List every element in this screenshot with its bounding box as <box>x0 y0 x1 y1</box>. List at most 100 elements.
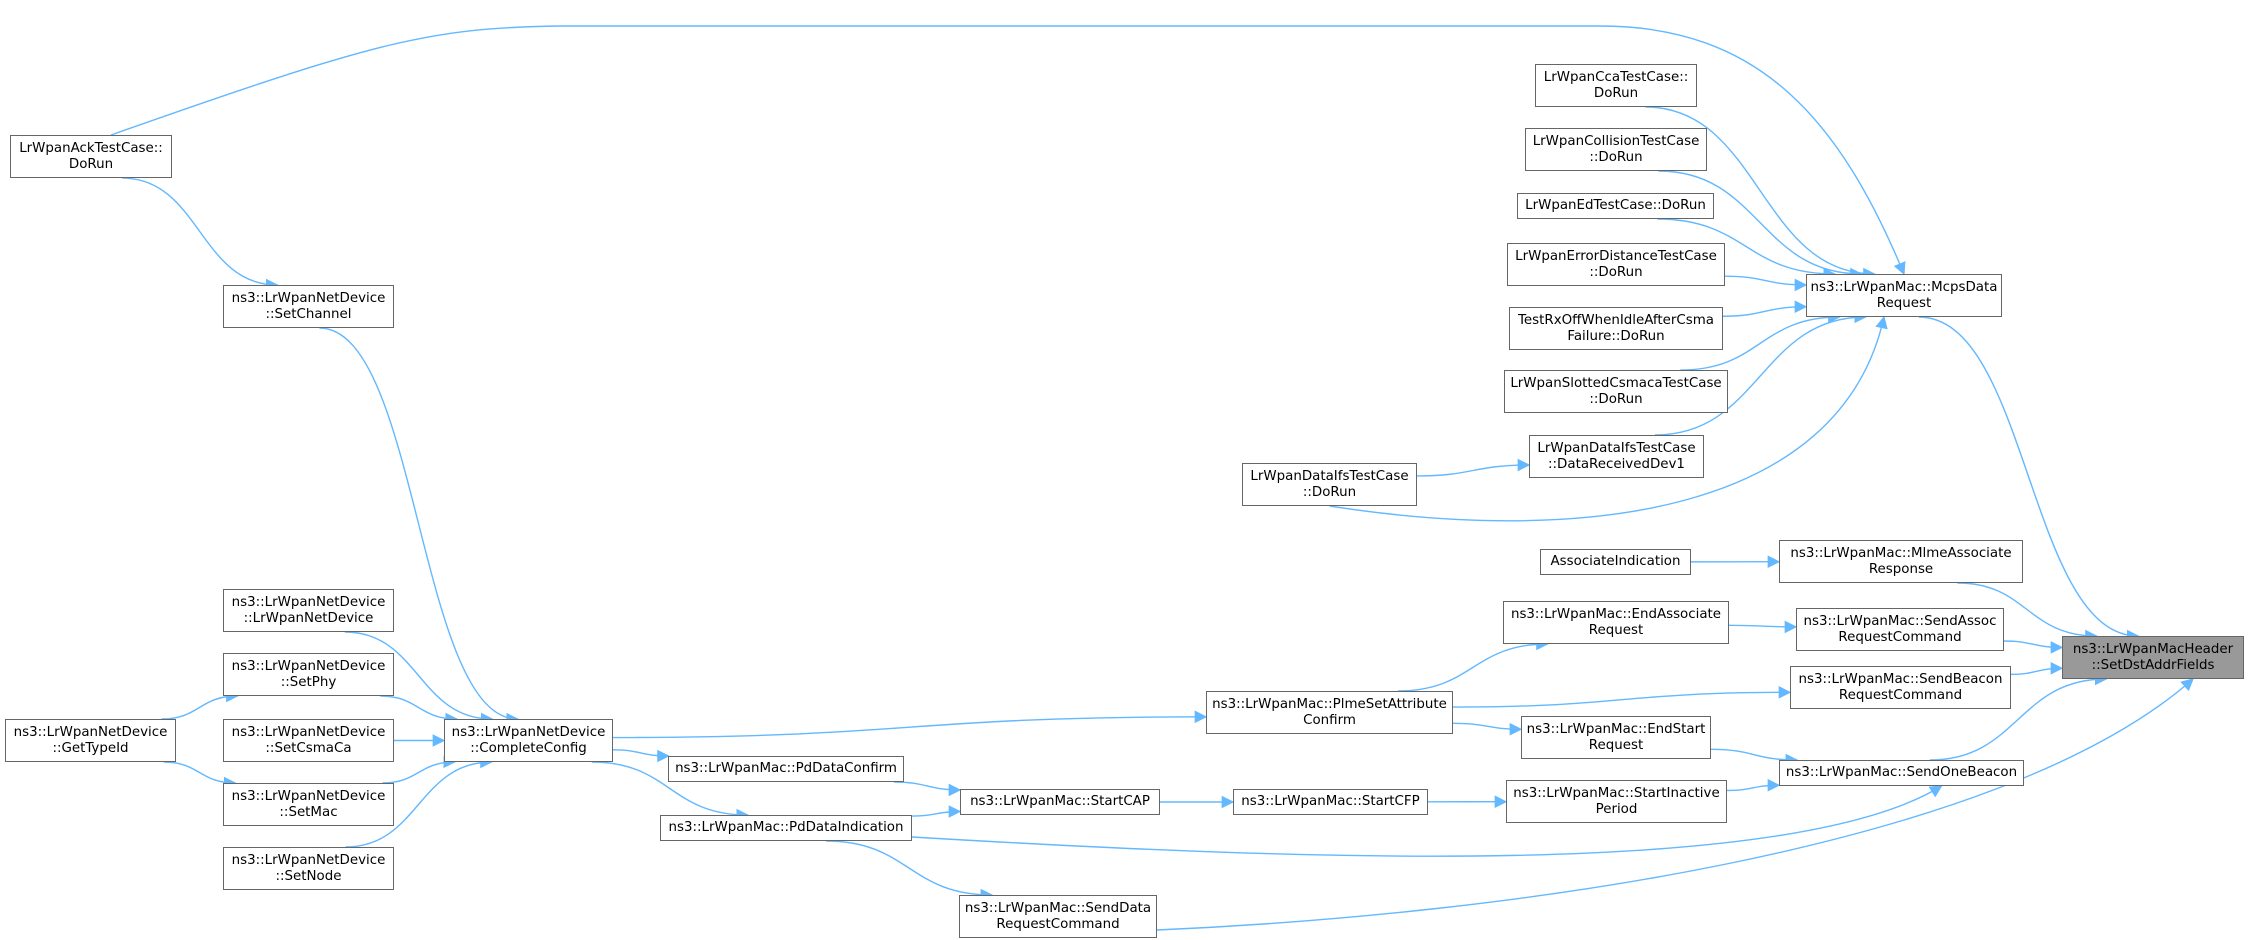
node-label-line: ::DoRun <box>1589 149 1643 165</box>
edge-gettype-to-setmac <box>163 761 237 790</box>
node-setphy[interactable]: ns3::LrWpanNetDevice::SetPhy <box>223 653 394 696</box>
node-ifsdev[interactable]: LrWpanDataIfsTestCase::DataReceivedDev1 <box>1529 435 1704 478</box>
edge-setmac-to-complete <box>382 755 456 784</box>
node-label-line: ns3::LrWpanNetDevice <box>231 724 386 740</box>
edge-slot-to-mcps <box>1680 310 1841 371</box>
node-cca[interactable]: LrWpanCcaTestCase::DoRun <box>1535 64 1697 107</box>
node-ifsrun[interactable]: LrWpanDataIfsTestCase::DoRun <box>1242 463 1417 506</box>
node-label-line: ns3::LrWpanMac::SendData <box>964 900 1152 916</box>
edge-oneb-to-root <box>1929 672 2108 761</box>
node-label-line: LrWpanSlottedCsmacaTestCase <box>1510 375 1722 391</box>
node-label-line: ns3::LrWpanNetDevice <box>451 724 606 740</box>
edge-mlmeresp-to-root <box>1957 582 2098 643</box>
node-assocind[interactable]: AssociateIndication <box>1540 549 1691 575</box>
edge-mcps-to-root <box>1918 316 2140 643</box>
node-label-line: ns3::LrWpanMac::SendAssoc <box>1803 613 1997 629</box>
node-label-line: ns3::LrWpanMac::EndAssociate <box>1510 606 1722 622</box>
edge-complete-to-pdconf <box>612 749 670 763</box>
node-label-line: LrWpanErrorDistanceTestCase <box>1515 248 1717 264</box>
edge-setnode-to-complete <box>345 755 493 848</box>
node-label-line: ::DoRun <box>1302 484 1357 500</box>
edge-setchan-to-complete <box>319 327 519 726</box>
node-setcsma[interactable]: ns3::LrWpanNetDevice::SetCsmaCa <box>223 719 394 762</box>
node-label-line: Response <box>1868 561 1934 577</box>
node-ctor[interactable]: ns3::LrWpanNetDevice::LrWpanNetDevice <box>223 589 394 632</box>
edge-endassoc-to-sendassoc <box>1728 620 1798 634</box>
edge-senddata-to-root <box>1156 678 2194 931</box>
node-label-line: ::DoRun <box>1589 391 1643 407</box>
node-errd[interactable]: LrWpanErrorDistanceTestCase::DoRun <box>1507 243 1725 286</box>
node-ack[interactable]: LrWpanAckTestCase::DoRun <box>10 135 172 178</box>
node-oneb[interactable]: ns3::LrWpanMac::SendOneBeacon <box>1779 760 2024 786</box>
edge-complete-to-pdind <box>591 761 750 822</box>
node-label-line: ns3::LrWpanNetDevice <box>231 852 386 868</box>
node-gettype[interactable]: ns3::LrWpanNetDevice::GetTypeId <box>5 719 176 762</box>
edge-pdind-to-senddata <box>825 840 994 902</box>
node-cap[interactable]: ns3::LrWpanMac::StartCAP <box>960 789 1160 815</box>
node-label-line: ::SetNode <box>275 868 342 884</box>
node-label-line: ::DoRun <box>1589 264 1643 280</box>
node-label-line: ns3::LrWpanMac::PdDataConfirm <box>675 761 897 776</box>
node-label-line: ns3::LrWpanMac::PdDataIndication <box>668 820 904 835</box>
node-label-line: ns3::LrWpanMac::PlmeSetAttribute <box>1212 696 1447 712</box>
node-root: ns3::LrWpanMacHeader::SetDstAddrFields <box>2062 636 2244 679</box>
node-label-line: Failure::DoRun <box>1567 328 1665 344</box>
edge-ack-to-setchan <box>122 177 279 292</box>
node-label-line: RequestCommand <box>996 916 1120 932</box>
node-label-line: LrWpanAckTestCase:: <box>19 140 163 156</box>
node-label-line: ns3::LrWpanMacHeader <box>2072 641 2234 657</box>
node-label-line: LrWpanDataIfsTestCase <box>1537 440 1696 456</box>
node-cfp[interactable]: ns3::LrWpanMac::StartCFP <box>1233 789 1428 815</box>
node-coll[interactable]: LrWpanCollisionTestCase::DoRun <box>1525 128 1707 171</box>
node-label-line: ns3::LrWpanNetDevice <box>231 290 386 306</box>
node-label-line: LrWpanEdTestCase::DoRun <box>1525 198 1706 213</box>
node-label-line: Period <box>1595 801 1638 817</box>
edge-pdind-to-cap <box>911 805 962 818</box>
edge-pdconf-to-cap <box>893 781 962 797</box>
node-setmac[interactable]: ns3::LrWpanNetDevice::SetMac <box>223 783 394 826</box>
node-label-line: ::LrWpanNetDevice <box>243 610 374 626</box>
node-label-line: ns3::LrWpanMac::McpsData <box>1810 279 1998 295</box>
edge-rxoff-to-mcps <box>1722 300 1808 317</box>
edge-pdind-to-oneb <box>911 785 1943 857</box>
edge-endstart-to-oneb <box>1710 748 1799 767</box>
node-label-line: ::SetCsmaCa <box>265 740 352 756</box>
node-label-line: Request <box>1588 622 1644 638</box>
node-label-line: ns3::LrWpanNetDevice <box>231 594 386 610</box>
node-setchan[interactable]: ns3::LrWpanNetDevice::SetChannel <box>223 285 394 328</box>
edge-plme-to-endassoc <box>1397 637 1549 692</box>
edge-ctor-to-complete <box>344 631 494 726</box>
node-label-line: ns3::LrWpanMac::EndStart <box>1526 721 1706 737</box>
node-label-line: AssociateIndication <box>1550 554 1681 569</box>
node-label-line: DoRun <box>1593 85 1639 101</box>
node-label-line: ::SetMac <box>279 804 338 820</box>
node-pdconf[interactable]: ns3::LrWpanMac::PdDataConfirm <box>668 756 904 782</box>
node-label-line: ns3::LrWpanMac::StartInactive <box>1513 785 1720 801</box>
edge-setphy-to-complete <box>380 695 459 726</box>
node-ed[interactable]: LrWpanEdTestCase::DoRun <box>1517 193 1714 219</box>
node-label-line: Request <box>1876 295 1932 311</box>
node-label-line: ns3::LrWpanMac::SendBeacon <box>1798 671 2003 687</box>
node-slot[interactable]: LrWpanSlottedCsmacaTestCase::DoRun <box>1504 370 1728 413</box>
node-label-line: Request <box>1588 737 1644 753</box>
edge-complete-to-plme <box>612 710 1208 739</box>
node-complete[interactable]: ns3::LrWpanNetDevice::CompleteConfig <box>444 719 613 762</box>
node-setnode[interactable]: ns3::LrWpanNetDevice::SetNode <box>223 847 394 890</box>
node-label-line: ns3::LrWpanMac::MlmeAssociate <box>1790 545 2012 561</box>
node-label-line: ::GetTypeId <box>52 740 129 756</box>
edge-ack-to-mcps <box>110 25 1906 276</box>
node-label-line: ns3::LrWpanNetDevice <box>13 724 168 740</box>
node-label-line: ns3::LrWpanNetDevice <box>231 788 386 804</box>
node-pdind[interactable]: ns3::LrWpanMac::PdDataIndication <box>660 815 912 841</box>
